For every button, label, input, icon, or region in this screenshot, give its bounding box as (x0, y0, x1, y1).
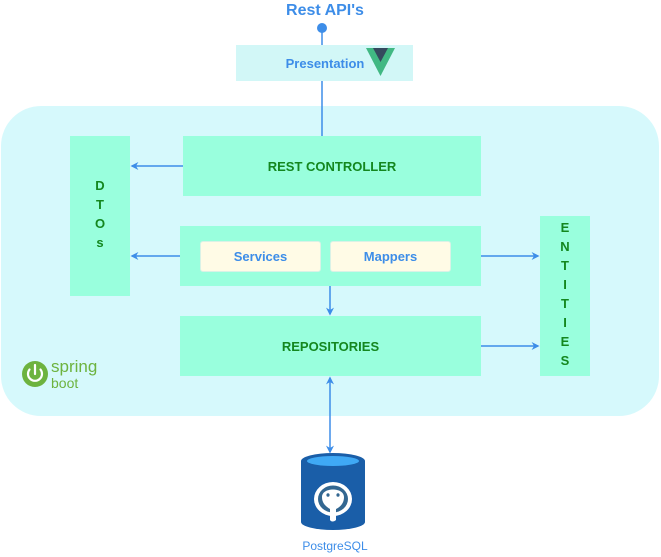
spring-power-icon (22, 361, 48, 387)
entities-label: ENTITIES (557, 220, 573, 372)
spring-word: spring (51, 357, 97, 376)
mappers-box: Mappers (330, 241, 451, 272)
services-box: Services (200, 241, 321, 272)
entities-box: ENTITIES (540, 216, 590, 376)
postgresql-database-icon (301, 453, 365, 530)
repositories-box: REPOSITORIES (180, 316, 481, 376)
vue-logo-icon (366, 48, 395, 76)
postgresql-label: PostgreSQL (302, 539, 368, 553)
rest-controller-box: REST CONTROLLER (183, 136, 481, 196)
dtos-label: DTOs (92, 178, 108, 254)
diagram-title: Rest API's (286, 2, 364, 19)
boot-word: boot (51, 375, 78, 391)
presentation-label: Presentation (285, 55, 365, 71)
dtos-box: DTOs (70, 136, 130, 296)
